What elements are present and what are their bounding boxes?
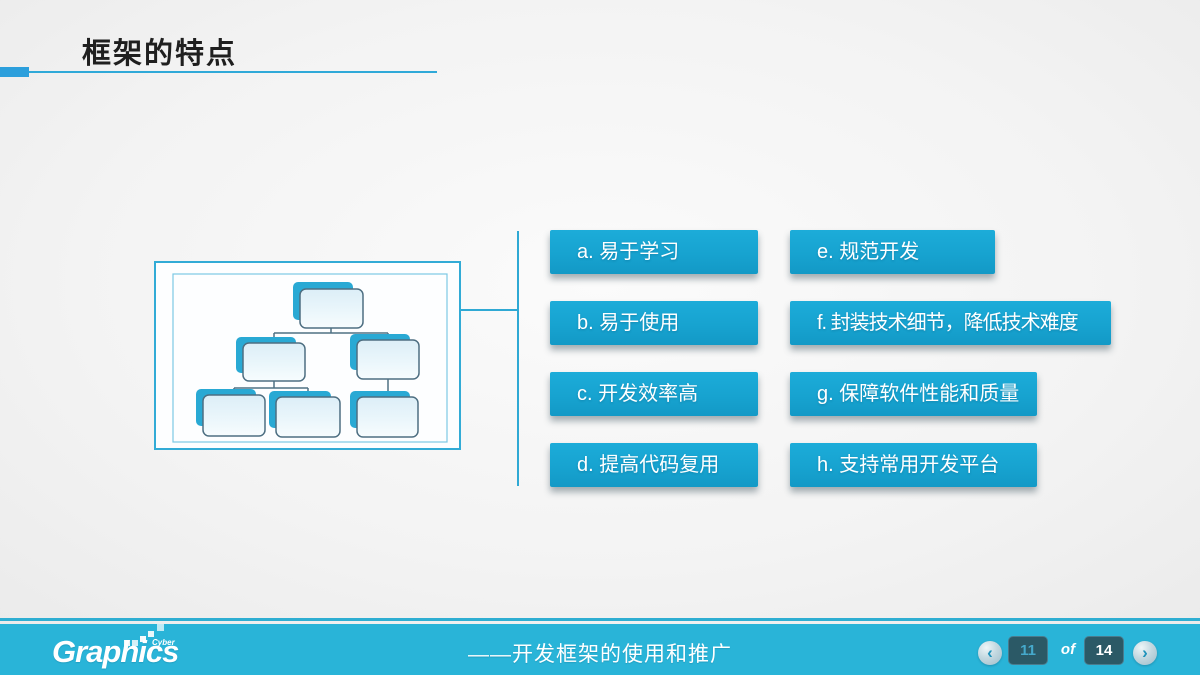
diagram-inner-frame (172, 273, 448, 443)
tree-node-l3-right (350, 391, 419, 438)
prev-page-button[interactable]: ‹ (978, 641, 1002, 665)
tree-node-l3-left (196, 389, 266, 437)
page-separator-label: of (1060, 641, 1076, 658)
window-tree-diagram (154, 231, 519, 486)
feature-box-h[interactable]: h. 支持常用开发平台 (790, 443, 1037, 487)
chevron-left-icon: ‹ (987, 643, 993, 662)
footer-accent-line (0, 618, 1200, 621)
page-title: 框架的特点 (82, 38, 238, 70)
feature-box-f[interactable]: f. 封装技术细节，降低技术难度 (790, 301, 1111, 345)
feature-box-g[interactable]: g. 保障软件性能和质量 (790, 372, 1037, 416)
feature-box-c[interactable]: c. 开发效率高 (550, 372, 758, 416)
tree-node-root (293, 282, 364, 329)
tree-node-l3-middle (269, 391, 341, 438)
feature-box-a[interactable]: a. 易于学习 (550, 230, 758, 274)
bracket-connector-line (460, 231, 519, 486)
chevron-right-icon: › (1142, 643, 1148, 662)
logo-squares-icon (124, 624, 164, 646)
graphics-logo: Graphics Cyber (52, 624, 232, 672)
current-page-number: 11 (1008, 636, 1048, 665)
tree-node-l2-left (236, 337, 306, 382)
feature-box-d[interactable]: d. 提高代码复用 (550, 443, 758, 487)
title-accent-bar (0, 67, 29, 77)
feature-box-e[interactable]: e. 规范开发 (790, 230, 995, 274)
logo-wordmark: Graphics (52, 634, 179, 669)
next-page-button[interactable]: › (1133, 641, 1157, 665)
tree-node-l2-right (350, 334, 420, 380)
footer-caption: ——开发框架的使用和推广 (468, 643, 732, 666)
title-underline (0, 71, 437, 73)
feature-box-b[interactable]: b. 易于使用 (550, 301, 758, 345)
logo-subtext: Cyber (152, 638, 175, 647)
total-page-number: 14 (1084, 636, 1124, 665)
